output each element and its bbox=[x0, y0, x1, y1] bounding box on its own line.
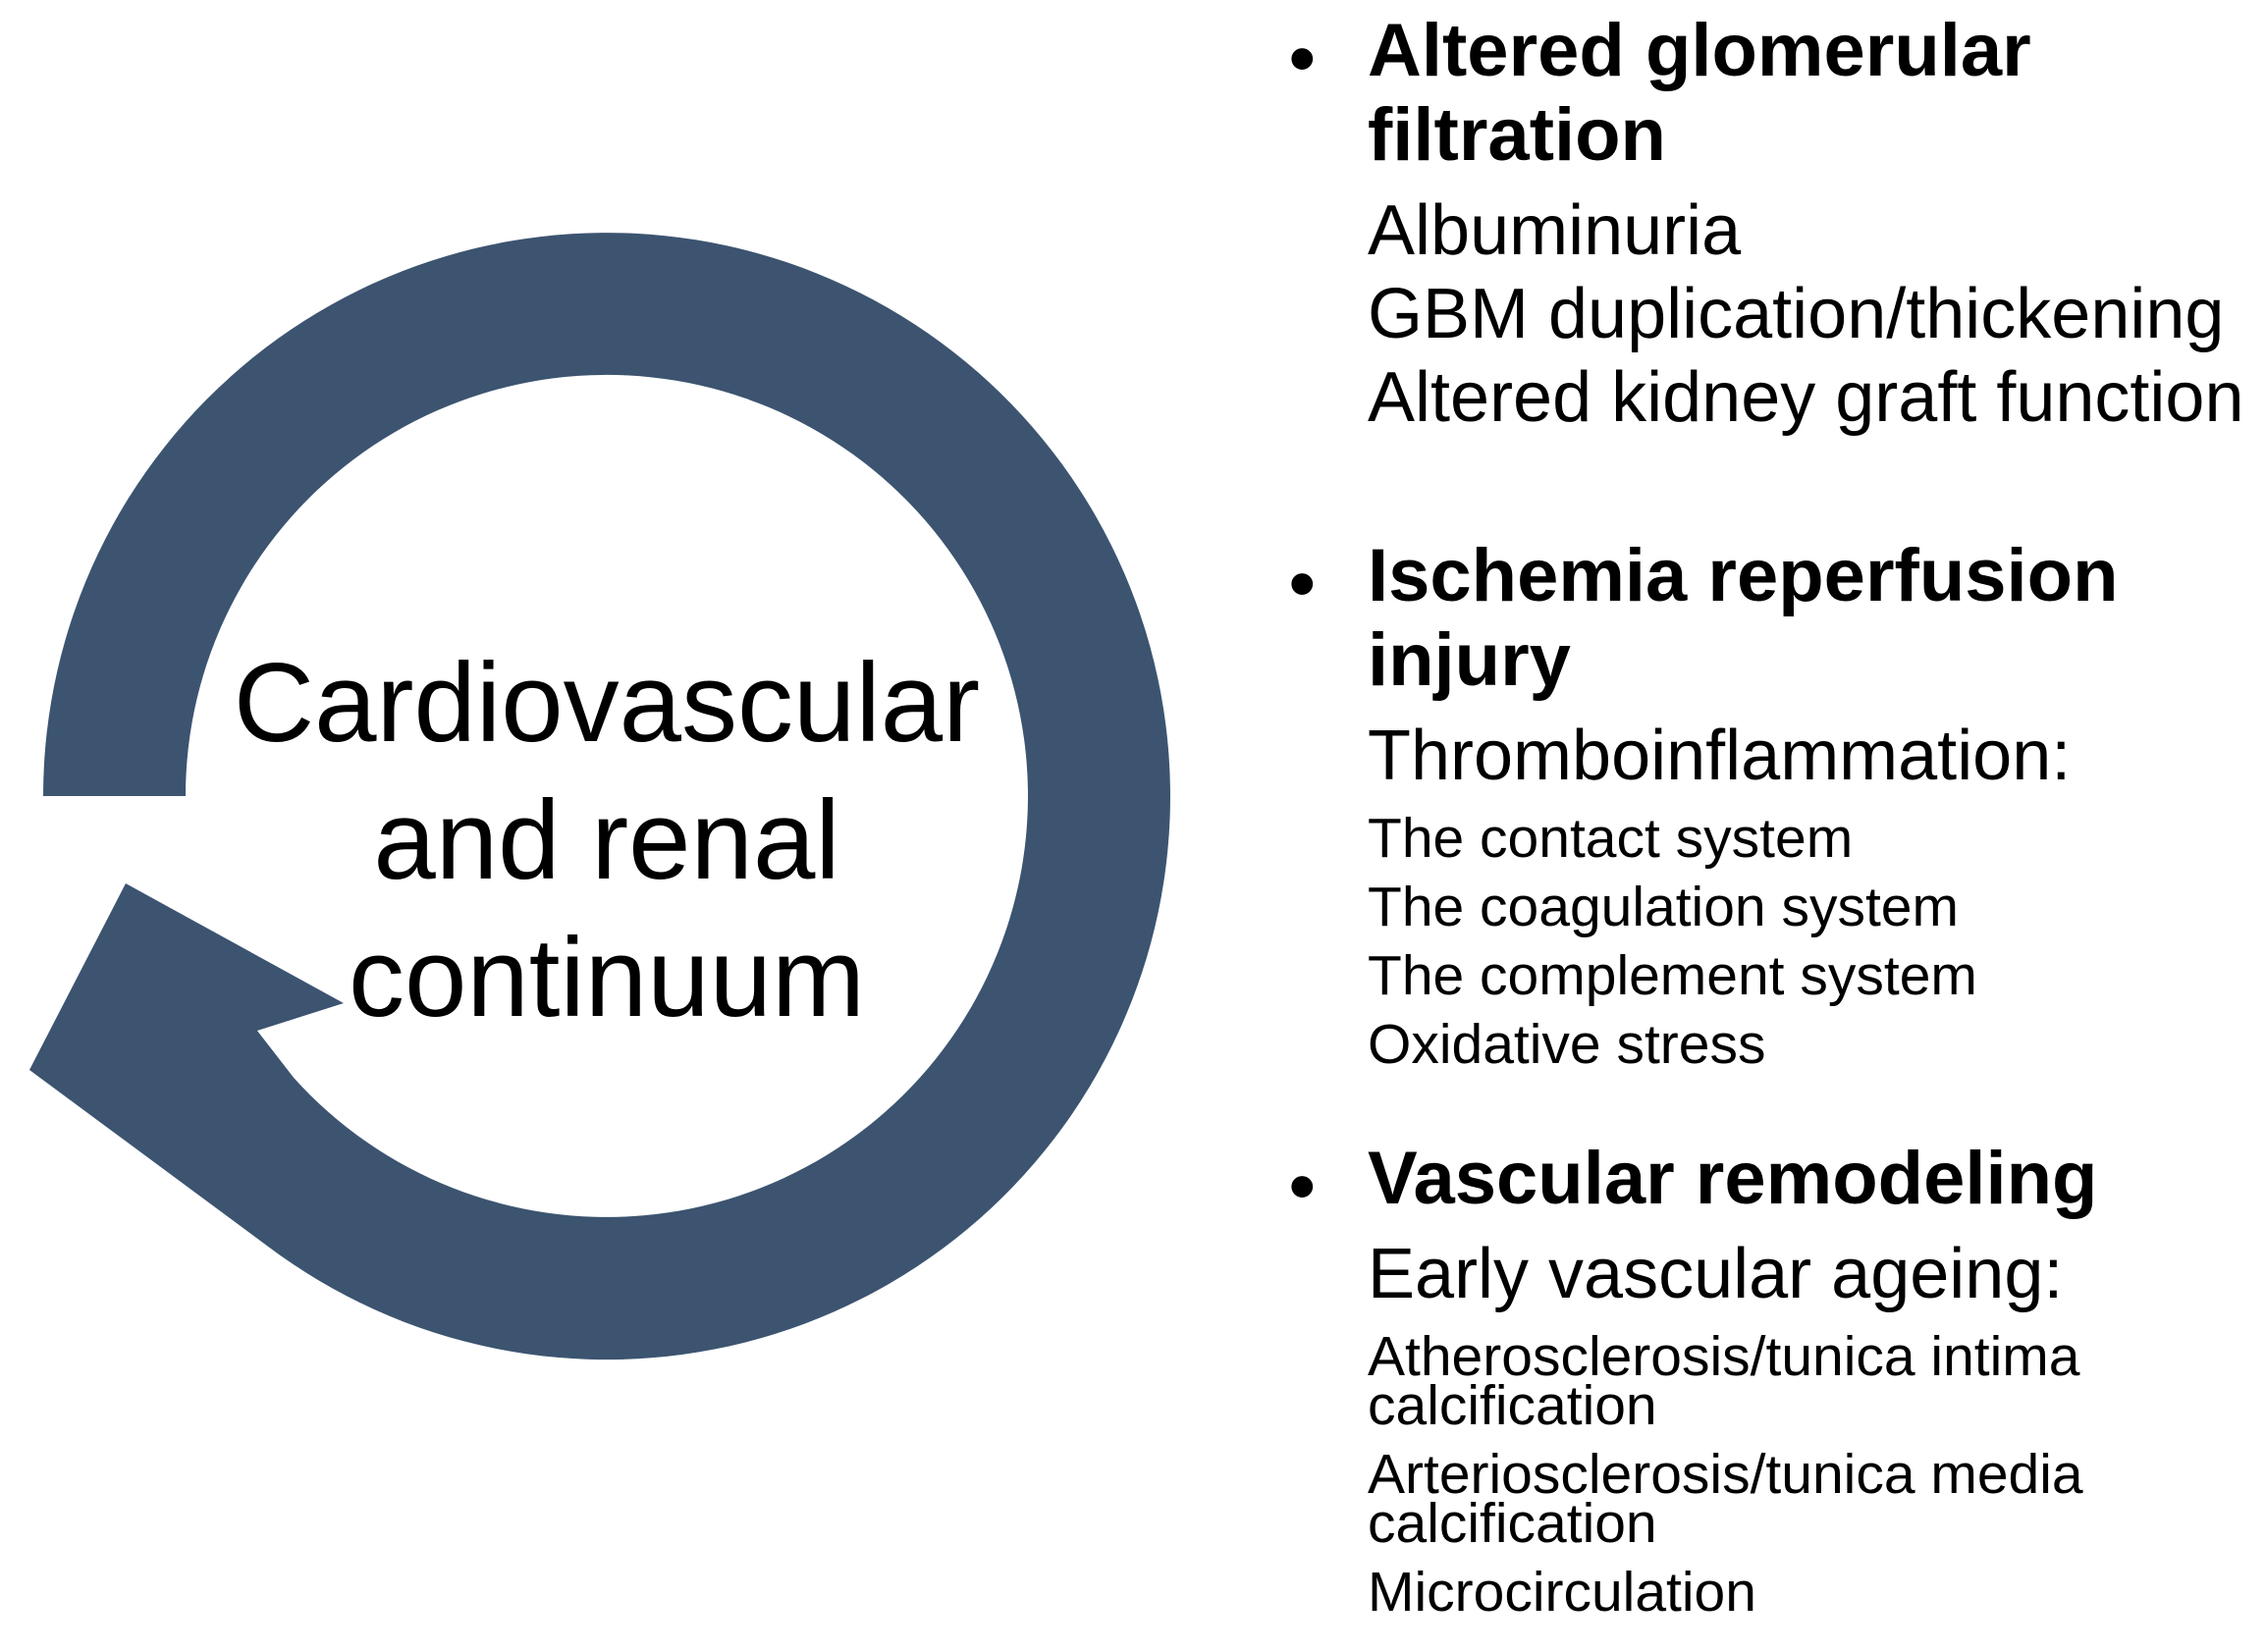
detail-line: calcification bbox=[1368, 1374, 1657, 1437]
bullet-heading: Vascular remodeling bbox=[1368, 1137, 2097, 1221]
detail-paragraph: The coagulation system bbox=[1368, 876, 2119, 938]
cycle-center-label: Cardiovascular and renal continuum bbox=[0, 635, 1213, 1047]
bullet-heading-line: Vascular remodeling bbox=[1368, 1137, 2098, 1220]
sub-line: GBM duplication/thickening bbox=[1368, 275, 2225, 353]
sub-line: Altered kidney graft function bbox=[1368, 358, 2244, 437]
bullet-detail-lines: The contact system The coagulation syste… bbox=[1368, 807, 2119, 1076]
bullet-heading-line: injury bbox=[1368, 618, 1571, 702]
bullet-icon: • bbox=[1289, 1145, 1316, 1228]
bullet-detail-lines: Atherosclerosis/tunica intima calcificat… bbox=[1368, 1325, 2097, 1624]
bullet-heading-line: filtration bbox=[1368, 93, 1666, 177]
bullet-heading-line: Altered glomerular bbox=[1368, 9, 2031, 92]
bullet-item-altered-glomerular-filtration: • Altered glomerular filtration Albuminu… bbox=[1289, 9, 2244, 440]
bullet-item-ischemia-reperfusion-injury: • Ischemia reperfusion injury Thromboinf… bbox=[1289, 534, 2119, 1076]
bullet-sublines: Early vascular ageing: bbox=[1368, 1233, 2097, 1316]
detail-paragraph: Microcirculation bbox=[1368, 1561, 2097, 1624]
detail-line: Arteriosclerosis/tunica media bbox=[1368, 1443, 2083, 1506]
detail-line: Atherosclerosis/tunica intima bbox=[1368, 1325, 2080, 1388]
detail-line: Microcirculation bbox=[1368, 1561, 1756, 1624]
bullet-sublines: Albuminuria GBM duplication/thickening A… bbox=[1368, 189, 2244, 440]
bullet-item-vascular-remodeling: • Vascular remodeling Early vascular age… bbox=[1289, 1137, 2097, 1624]
center-label-line: and renal bbox=[373, 778, 840, 903]
bullet-heading: Altered glomerular filtration bbox=[1368, 9, 2244, 178]
bullet-heading-line: Ischemia reperfusion bbox=[1368, 534, 2119, 617]
detail-paragraph: Atherosclerosis/tunica intima calcificat… bbox=[1368, 1325, 2097, 1437]
detail-paragraph: Arteriosclerosis/tunica media calcificat… bbox=[1368, 1443, 2097, 1555]
detail-line: calcification bbox=[1368, 1492, 1657, 1555]
detail-paragraph: The complement system bbox=[1368, 944, 2119, 1007]
sub-line: Early vascular ageing: bbox=[1368, 1235, 2064, 1313]
bullet-icon: • bbox=[1289, 17, 1316, 100]
bullet-heading: Ischemia reperfusion injury bbox=[1368, 534, 2119, 703]
center-label-line: continuum bbox=[349, 916, 865, 1040]
bullet-sublines: Thromboinflammation: bbox=[1368, 715, 2119, 798]
detail-line: The coagulation system bbox=[1368, 876, 1959, 938]
detail-line: The complement system bbox=[1368, 944, 1977, 1007]
detail-paragraph: The contact system bbox=[1368, 807, 2119, 870]
bullet-icon: • bbox=[1289, 542, 1316, 625]
detail-line: The contact system bbox=[1368, 807, 1854, 870]
center-label-line: Cardiovascular bbox=[233, 641, 981, 766]
sub-line: Albuminuria bbox=[1368, 191, 1742, 270]
detail-line: Oxidative stress bbox=[1368, 1013, 1766, 1076]
sub-line: Thromboinflammation: bbox=[1368, 717, 2072, 795]
detail-paragraph: Oxidative stress bbox=[1368, 1013, 2119, 1076]
